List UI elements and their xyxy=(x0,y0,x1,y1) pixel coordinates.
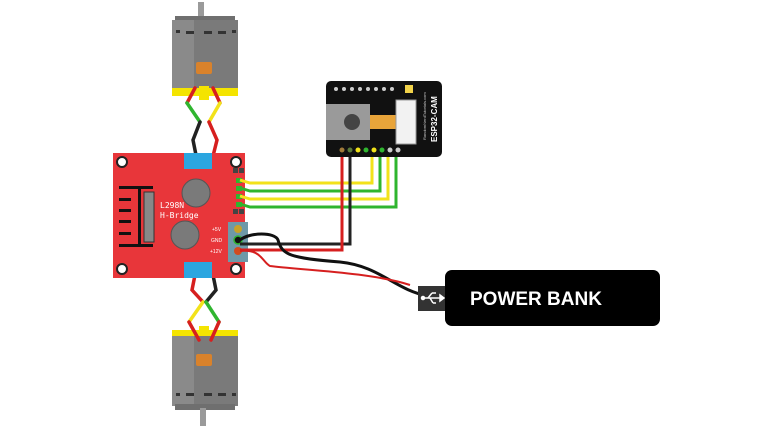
esp32-label: ESP32-CAM xyxy=(430,96,439,142)
motor-top xyxy=(172,2,238,100)
hbridge-label-model: L298N xyxy=(160,201,184,210)
motor-bottom xyxy=(172,326,238,426)
signal-wires xyxy=(239,153,398,209)
pin-12v-label: +12V xyxy=(210,249,222,255)
power-bank: POWER BANK xyxy=(418,270,660,326)
esp32-credit: RandomNerdTutorials.com xyxy=(422,92,427,140)
power-bank-label: POWER BANK xyxy=(470,289,602,310)
hbridge-label-type: H-Bridge xyxy=(160,211,199,220)
pin-5v-label: +5V xyxy=(212,227,222,233)
pin-gnd-label: GND xyxy=(211,238,223,244)
power-wires xyxy=(239,153,429,298)
esp32-cam-board: RandomNerdTutorials.com ESP32-CAM xyxy=(326,81,442,157)
usb-icon xyxy=(420,292,446,304)
hbridge-board: L298N H-Bridge +5V GND +12V xyxy=(113,153,248,278)
